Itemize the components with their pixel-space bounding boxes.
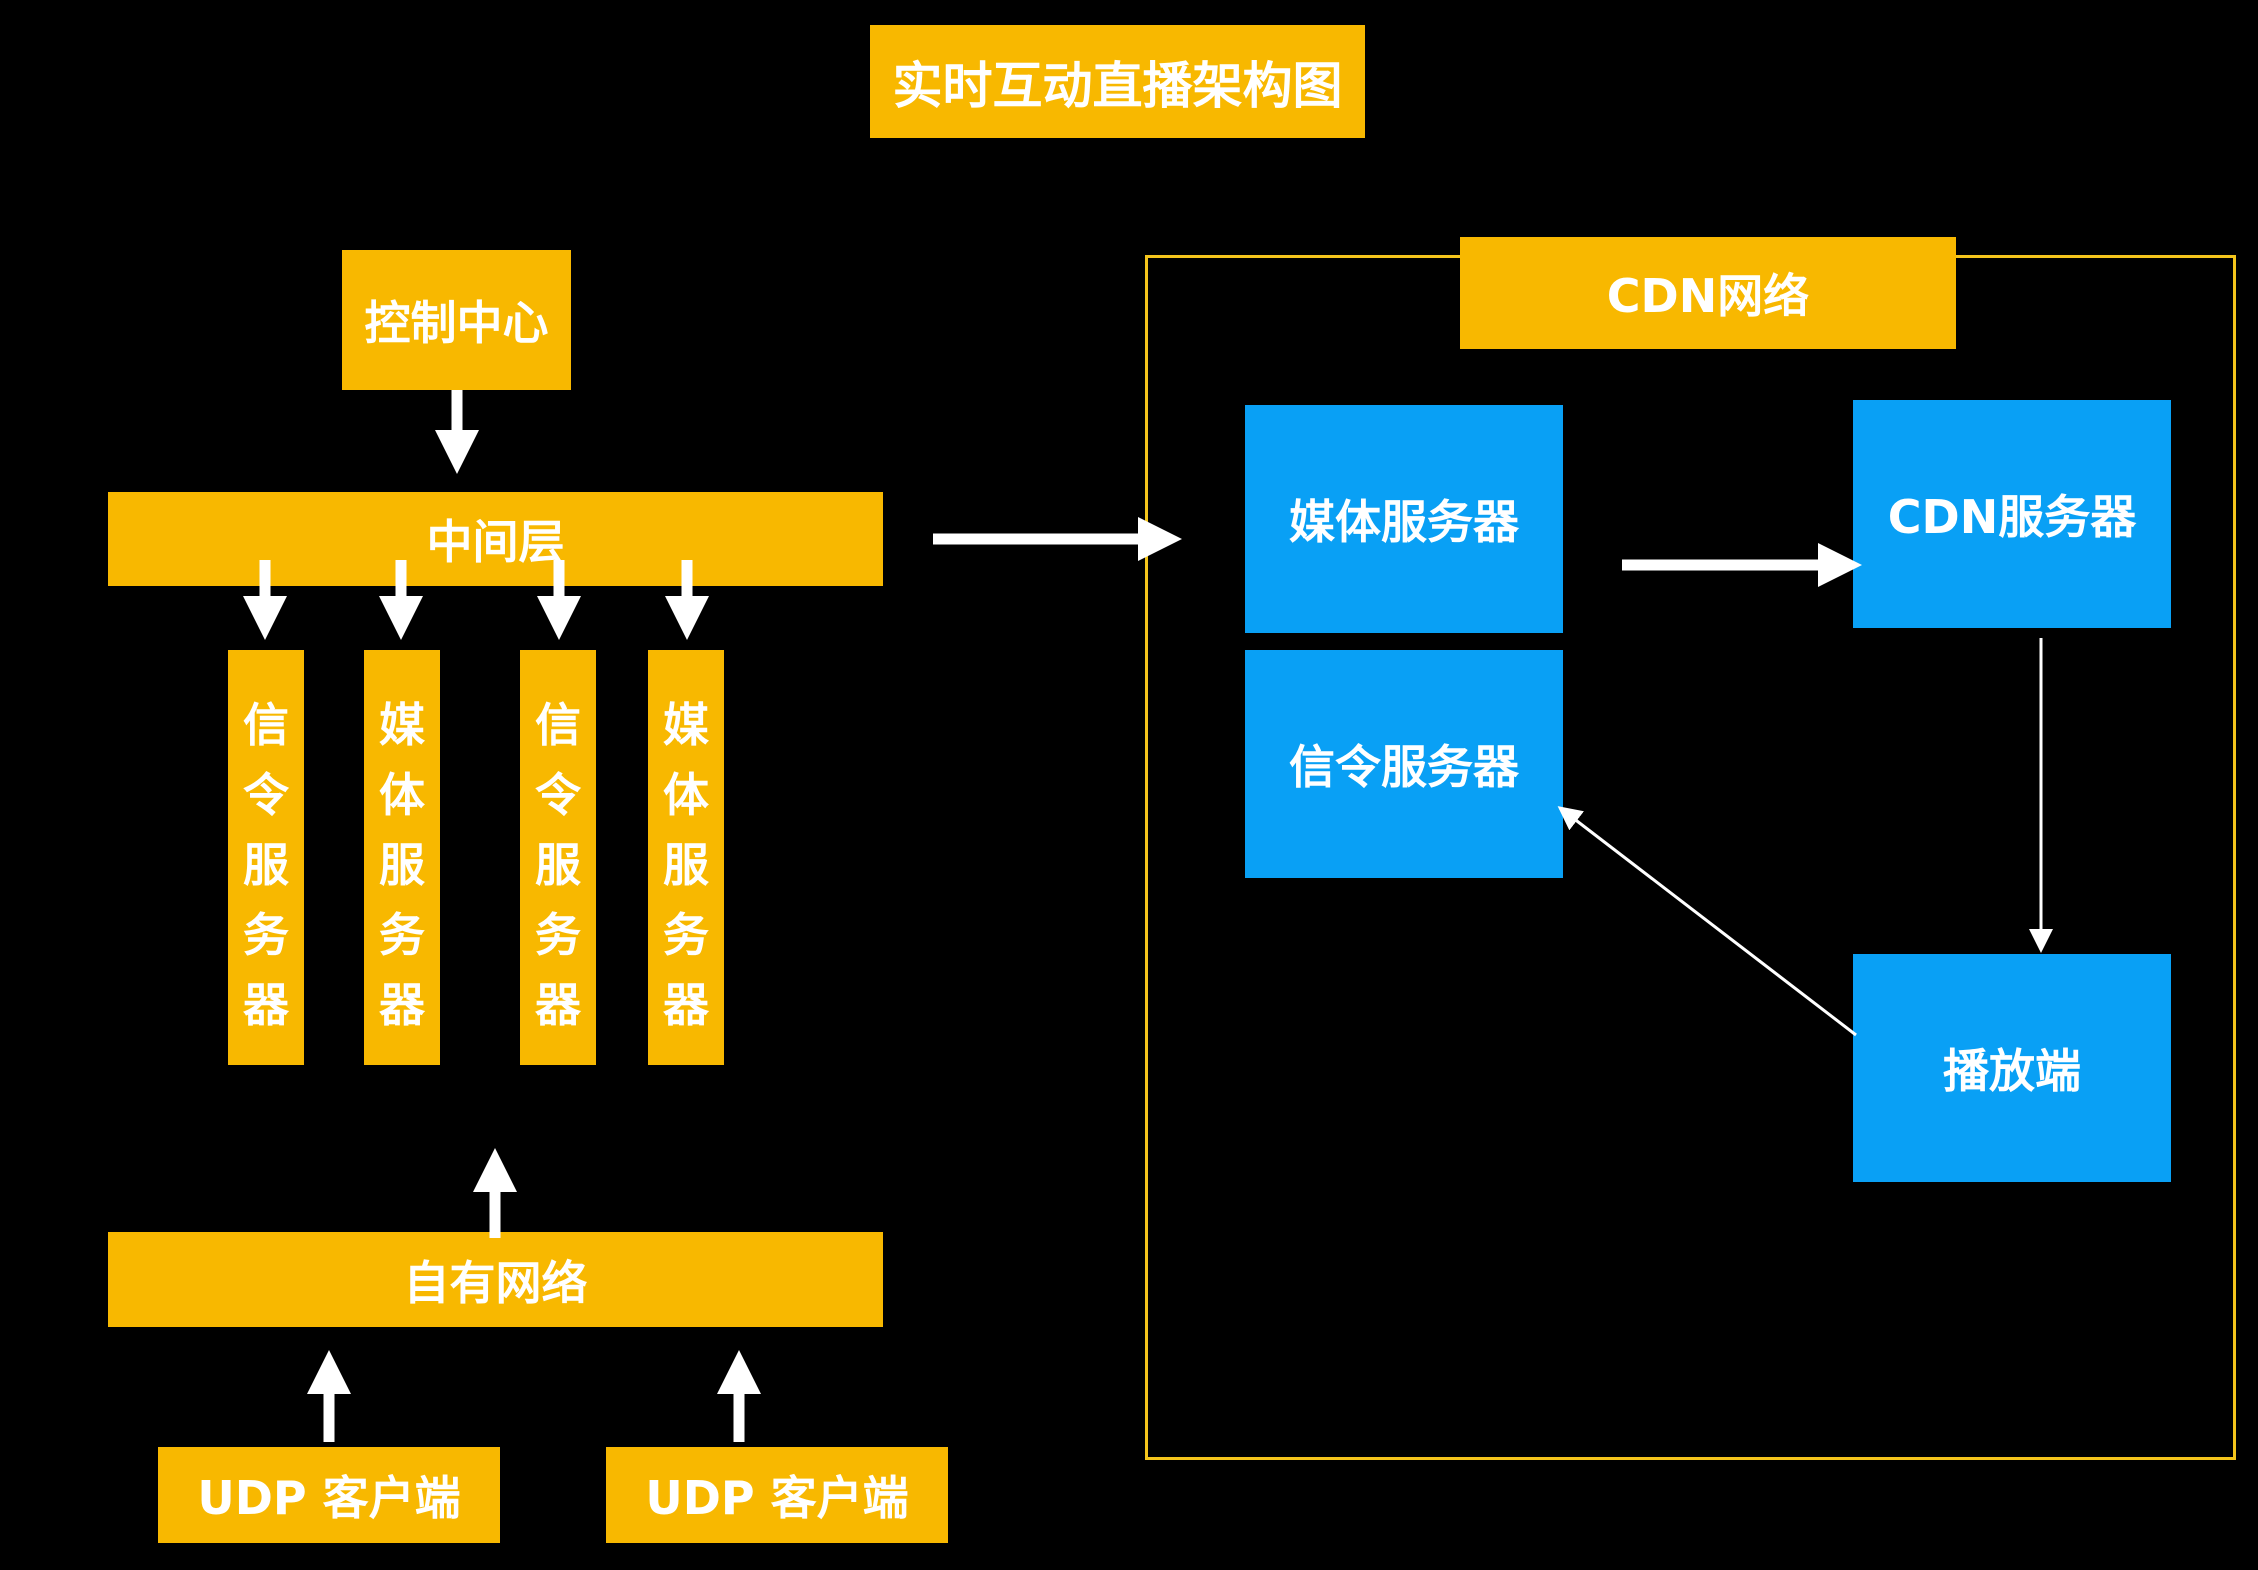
signaling-server-box-1: 信 令 服 务 器 <box>228 650 304 1065</box>
server-char: 服 <box>663 838 709 892</box>
diagram-title: 实时互动直播架构图 <box>870 25 1365 138</box>
server-char: 令 <box>243 768 289 822</box>
server-char: 体 <box>379 768 425 822</box>
own-network-box: 自有网络 <box>108 1232 883 1327</box>
server-char: 体 <box>663 768 709 822</box>
server-char: 务 <box>379 908 425 962</box>
server-char: 器 <box>243 978 289 1032</box>
server-char: 器 <box>535 978 581 1032</box>
server-char: 媒 <box>663 698 709 752</box>
server-char: 器 <box>379 978 425 1032</box>
server-char: 服 <box>243 838 289 892</box>
cdn-server-box: CDN服务器 <box>1853 400 2171 628</box>
cdn-signaling-server-box: 信令服务器 <box>1245 650 1563 878</box>
server-char: 信 <box>535 698 581 752</box>
server-char: 务 <box>243 908 289 962</box>
server-char: 服 <box>535 838 581 892</box>
server-char: 服 <box>379 838 425 892</box>
control-center-box: 控制中心 <box>342 250 571 390</box>
server-char: 媒 <box>379 698 425 752</box>
media-server-box-1: 媒 体 服 务 器 <box>364 650 440 1065</box>
cdn-network-title: CDN网络 <box>1460 237 1956 349</box>
udp-client-box-2: UDP 客户端 <box>606 1447 948 1543</box>
server-char: 器 <box>663 978 709 1032</box>
media-server-box-2: 媒 体 服 务 器 <box>648 650 724 1065</box>
middle-layer-box: 中间层 <box>108 492 883 586</box>
server-char: 信 <box>243 698 289 752</box>
player-box: 播放端 <box>1853 954 2171 1182</box>
server-char: 务 <box>663 908 709 962</box>
arrow-player-to-signaling <box>1557 806 1857 1037</box>
cdn-media-server-box: 媒体服务器 <box>1245 405 1563 633</box>
udp-client-box-1: UDP 客户端 <box>158 1447 500 1543</box>
signaling-server-box-2: 信 令 服 务 器 <box>520 650 596 1065</box>
server-char: 令 <box>535 768 581 822</box>
server-char: 务 <box>535 908 581 962</box>
